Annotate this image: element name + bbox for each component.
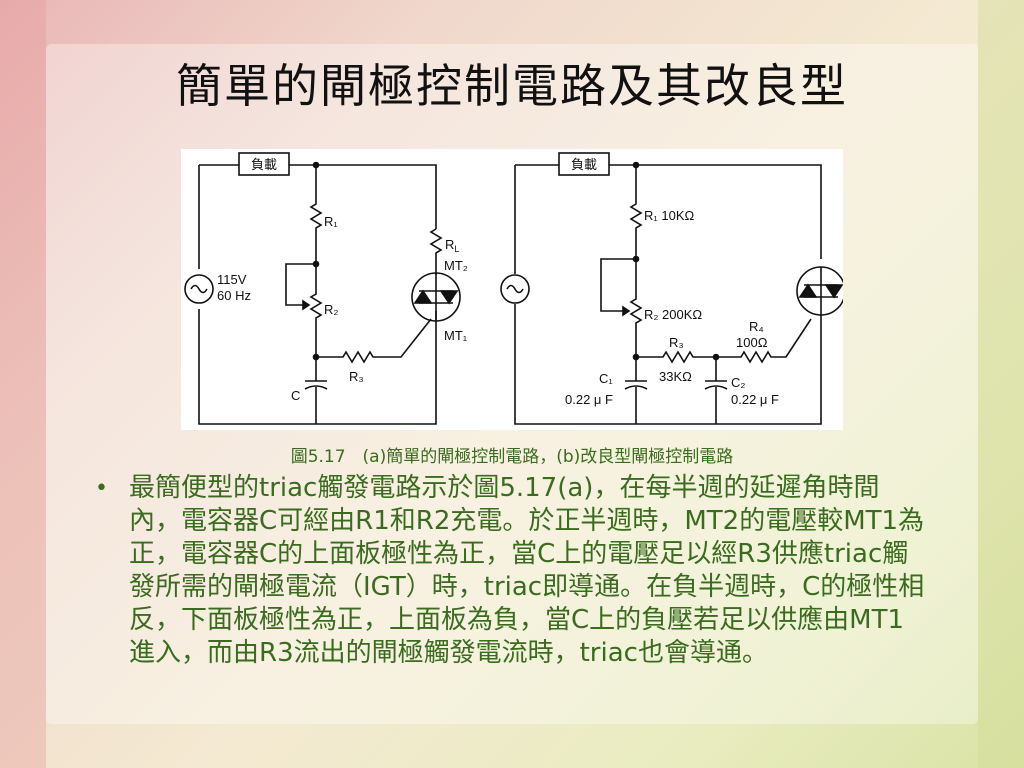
background-stripe-right [978,0,1024,768]
label-source-voltage: 115V [217,272,247,287]
label-c1-b: C₁ [599,371,613,386]
load-box-b [558,152,610,176]
node-b2 [632,353,640,361]
wire-pot-b [600,258,636,312]
triac-b-arrows [798,283,843,299]
pot-arrow-a [302,299,311,311]
bullet-marker: • [95,476,108,501]
wire-pot-a [285,263,316,306]
label-r4-b: R₄ [749,319,764,334]
node-b3 [712,353,720,361]
label-r3-b: R₃ [669,335,684,350]
capacitor-c-a [304,357,328,424]
label-load-a: 負載 [251,157,277,172]
wire-a-bottom [198,309,437,425]
resistor-rl-a [429,228,443,275]
label-r1-a: R₁ [324,214,338,229]
resistor-r2-a [309,264,323,357]
label-mt2-a: MT₂ [444,258,468,273]
label-source-frequency: 60 Hz [217,288,251,303]
circuit-figure: 負載 115V 60 Hz R₁ R₂ R₃ C RL MT₂ MT₁ 負載 R… [181,149,843,430]
node-a2 [312,353,320,361]
ac-wave-b [506,284,524,294]
node-a1 [312,260,320,268]
label-mt1-a: MT₁ [444,328,468,343]
label-r1-b: R₁ 10KΩ [644,208,695,223]
label-load-b: 負載 [571,157,597,172]
label-c1-value-b: 0.22 μ F [565,392,613,407]
label-r2-b: R₂ 200KΩ [644,307,702,322]
label-r2-a: R₂ [324,302,338,317]
pot-arrow-b [622,305,631,317]
node-a3 [312,161,320,169]
label-c2-b: C₂ [731,375,745,390]
node-b4 [632,161,640,169]
circuit-diagram: 負載 115V 60 Hz R₁ R₂ R₃ C RL MT₂ MT₁ 負載 R… [184,152,843,425]
label-c-a: C [291,388,300,403]
resistor-r1-a [309,165,323,264]
ac-source-a [184,274,214,304]
label-rl-a: RL [445,237,459,254]
capacitor-c1-b [624,357,648,424]
wire-b-bottom [514,304,822,425]
ac-source-b [500,274,530,304]
figure-caption: 圖5.17 (a)簡單的閘極控制電路，(b)改良型閘極控制電路 [290,447,734,467]
circuit-a [184,152,461,425]
wire-a-top [199,164,437,229]
circuit-b [500,152,843,425]
capacitor-c2-b [704,357,728,424]
label-r3-a: R₃ [349,369,364,384]
load-box-a [238,152,290,176]
resistor-r2-b [629,259,643,357]
resistor-r1-b [629,165,643,259]
resistor-r3-a [316,318,432,364]
resistor-r3-r4-b [636,318,812,364]
ac-wave-a [190,284,208,294]
wire-b-top [515,164,822,259]
label-c2-value-b: 0.22 μ F [731,392,779,407]
label-r4-value-b: 100Ω [736,335,768,350]
slide-title: 簡單的閘極控制電路及其改良型 [176,59,848,113]
triac-a-arrows [413,289,459,305]
body-paragraph: 最簡便型的triac觸發電路示於圖5.17(a)，在每半週的延遲角時間內，電容器… [129,473,925,668]
node-b1 [632,255,640,263]
label-r3-value-b: 33KΩ [659,369,692,384]
background-stripe-left [0,0,46,768]
